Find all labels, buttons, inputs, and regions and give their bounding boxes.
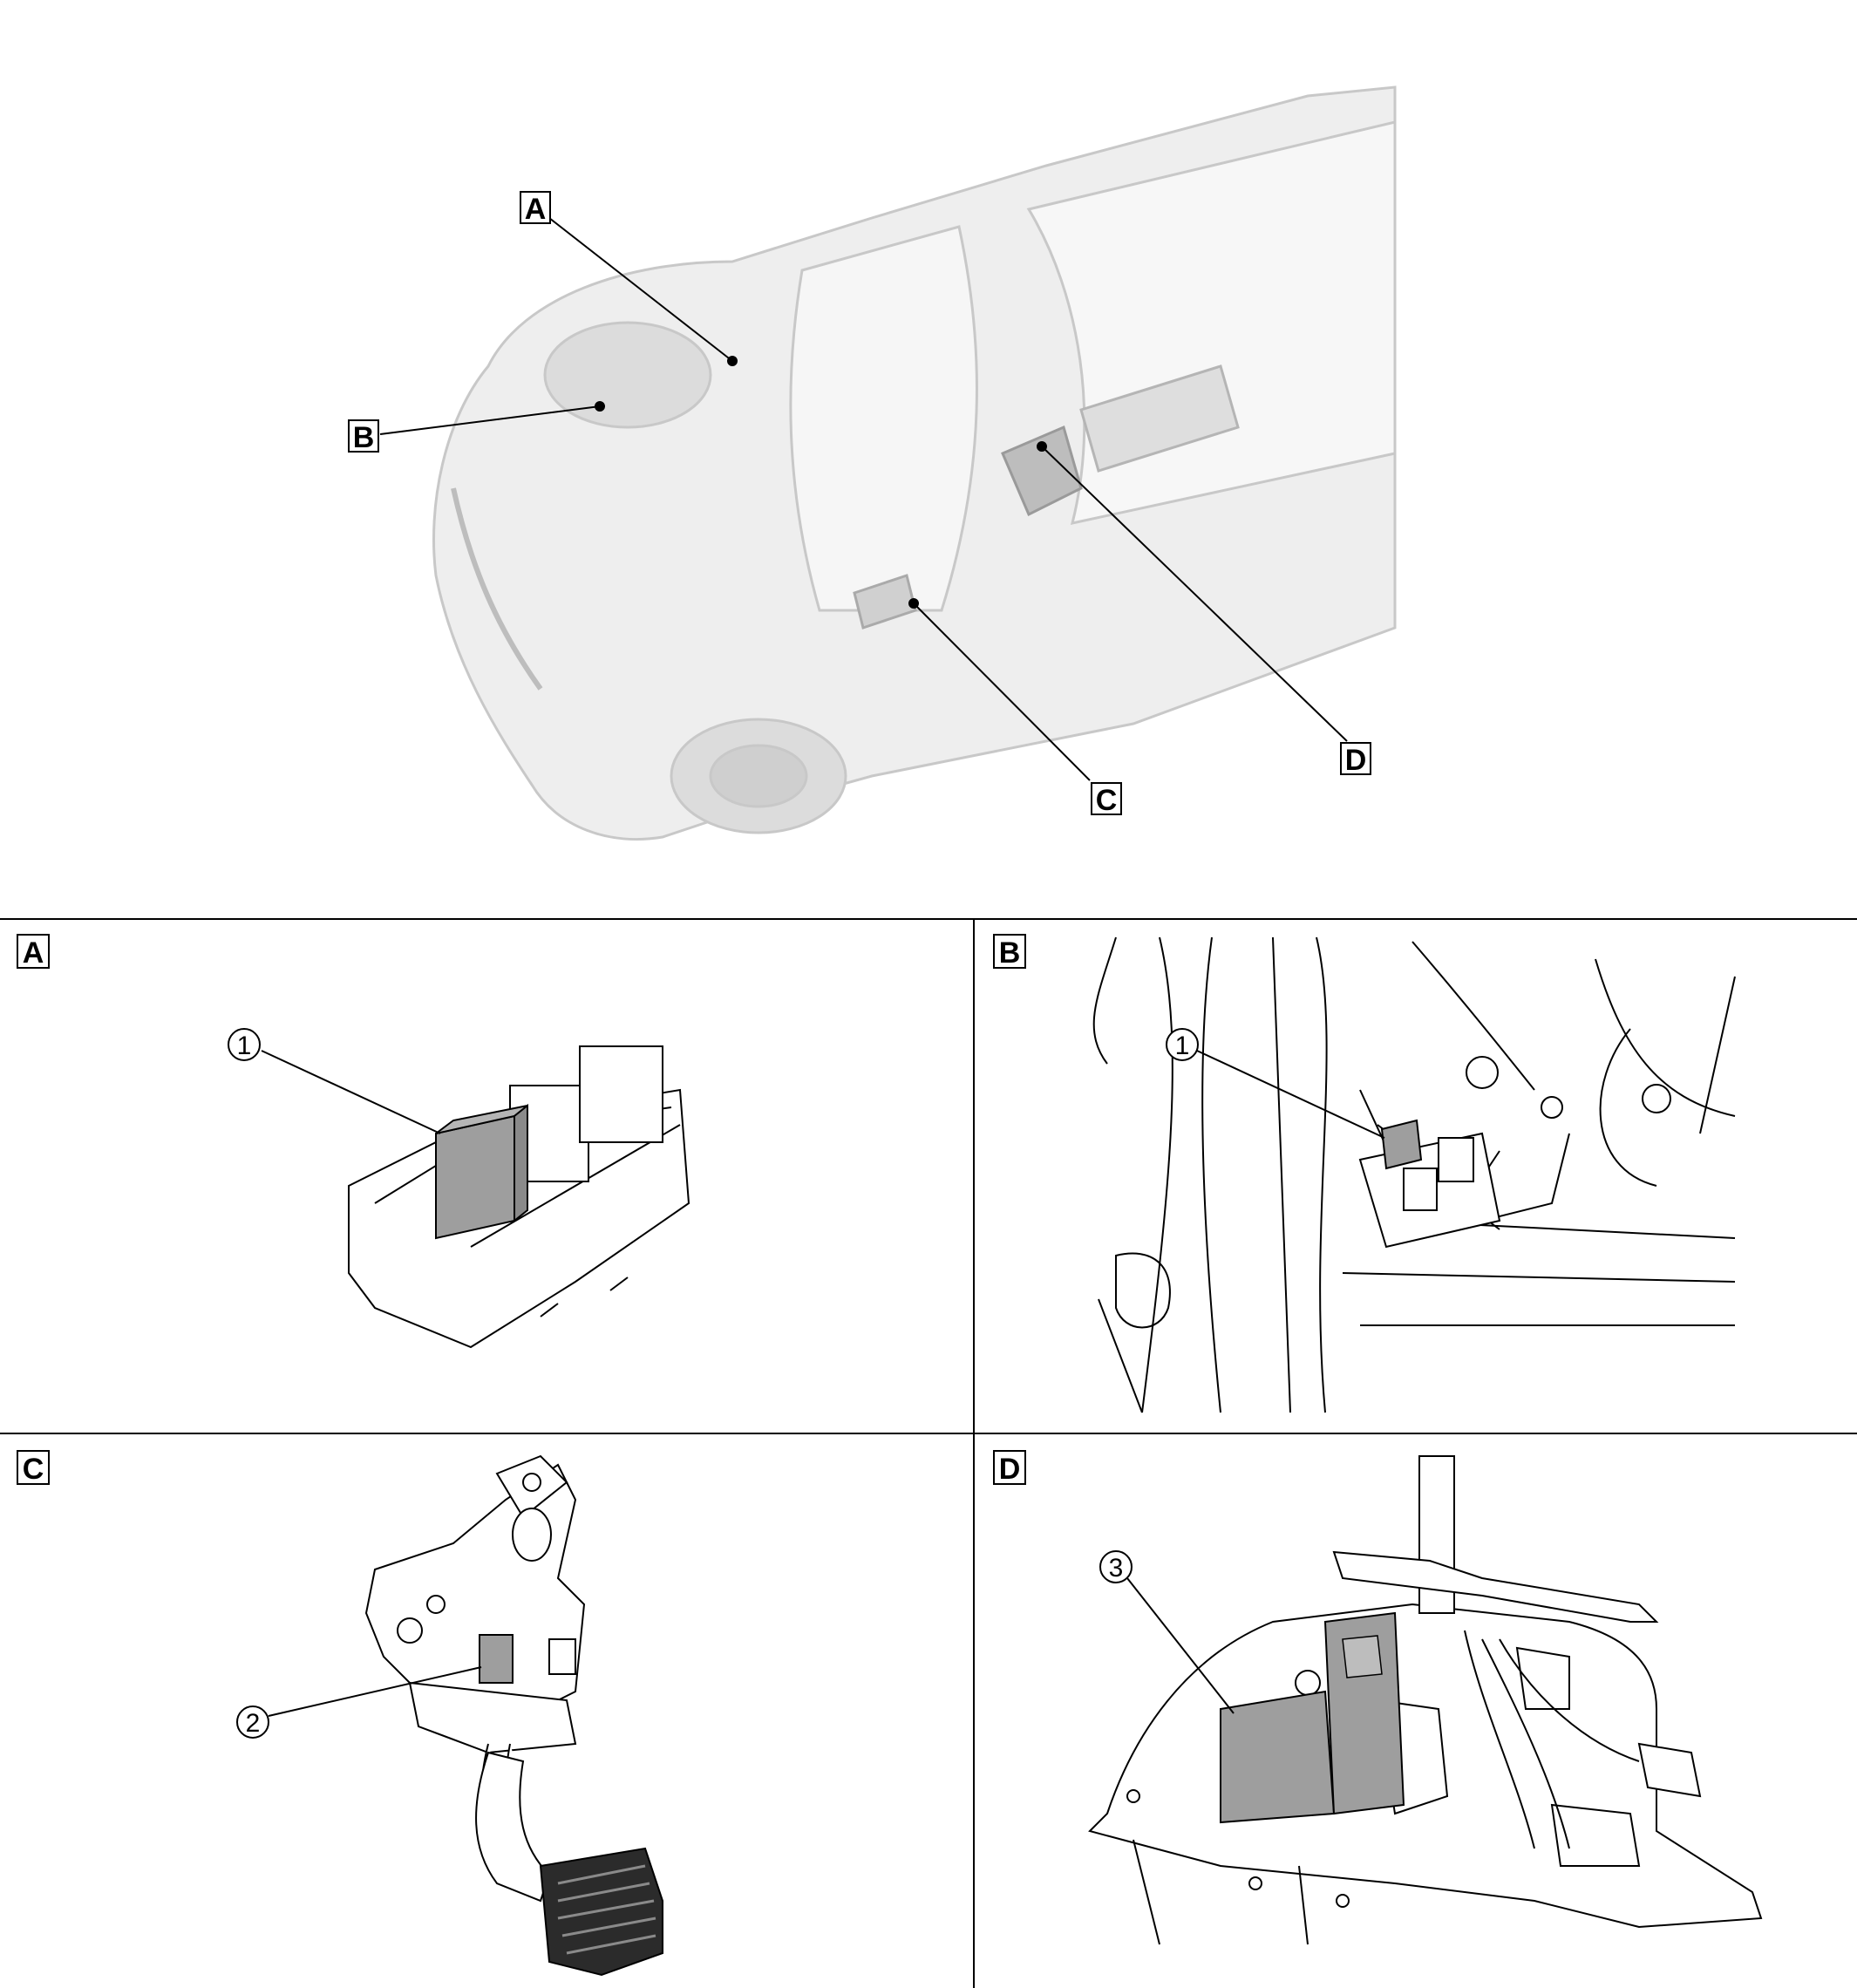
dash-structure-d	[1088, 1455, 1763, 1945]
callout-circle-a	[228, 1028, 261, 1061]
panel-d-label: D	[999, 1453, 1021, 1486]
control-module-3-d	[1220, 1611, 1405, 1824]
overview-callout-c-text: C	[1096, 784, 1118, 817]
front-wheel-right-hub	[709, 744, 808, 808]
overview-leaders	[379, 217, 1348, 781]
callout-number-a: 1	[237, 1031, 252, 1060]
relay-box-b	[1358, 1132, 1501, 1249]
grille	[451, 487, 543, 691]
overview-callout-a-text: A	[525, 193, 547, 226]
steering-assembly	[1001, 425, 1083, 517]
overview-callout-d-text: D	[1345, 744, 1367, 777]
callout-circle-b	[1166, 1028, 1199, 1061]
front-wheel-left	[543, 321, 712, 429]
panel-b-label: B	[999, 936, 1021, 970]
relay-1-a	[435, 1103, 528, 1240]
pedal-arm-c	[475, 1751, 551, 1903]
callout-number-d: 3	[1109, 1554, 1124, 1583]
windshield	[789, 225, 978, 612]
callout-number-b: 1	[1175, 1031, 1190, 1060]
panel-c: C 2	[17, 1450, 663, 1977]
callout-circle-d	[1099, 1550, 1133, 1583]
panel-a: A 1	[17, 934, 690, 1349]
panel-b: B	[993, 934, 1736, 1413]
panel-c-label: C	[23, 1453, 44, 1486]
panel-grid	[0, 918, 1857, 1988]
overview-callout-b-text: B	[353, 421, 375, 454]
switch-2-c	[479, 1634, 576, 1684]
callout-circle-c	[236, 1705, 269, 1739]
panel-d: D 3	[993, 1450, 1763, 1945]
panel-a-label: A	[23, 936, 44, 970]
center-console	[1079, 364, 1240, 473]
pedal-pad-c	[539, 1847, 663, 1977]
relay-1-b	[1380, 1119, 1423, 1170]
overview-callout-c: C	[1091, 782, 1122, 817]
callout-number-c: 2	[246, 1709, 261, 1738]
vehicle-overview	[432, 85, 1397, 841]
engine-bay-b	[1092, 936, 1736, 1413]
pedal-bracket-c	[364, 1454, 586, 1884]
overview-callout-b: B	[348, 419, 379, 454]
overview-callout-a: A	[520, 191, 551, 226]
pedal-box	[853, 574, 917, 630]
overview-callout-d: D	[1340, 742, 1371, 777]
